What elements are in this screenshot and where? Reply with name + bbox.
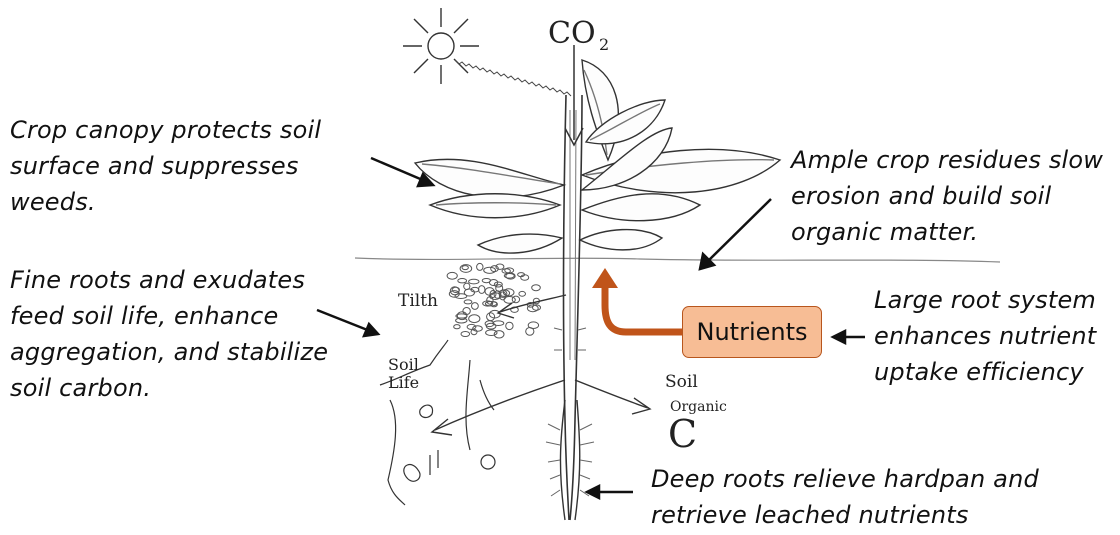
soil-aggregate xyxy=(454,325,460,329)
nutrients-box: Nutrients xyxy=(682,306,822,358)
soil-life-label-2: Life xyxy=(388,373,419,392)
soil-aggregate xyxy=(486,330,497,336)
tilth-label: Tilth xyxy=(398,291,438,311)
soil-aggregate xyxy=(526,328,534,336)
soil-aggregate xyxy=(461,332,470,337)
soil-aggregate xyxy=(506,322,513,329)
caption-crop-residues: Ample crop residues slow erosion and bui… xyxy=(791,142,1103,250)
soil-organic-label-1: Soil xyxy=(665,372,698,392)
soil-aggregate xyxy=(464,289,474,296)
sunlight-ray xyxy=(455,60,571,96)
caption-deep-roots: Deep roots relieve hardpan and retrieve … xyxy=(651,461,1039,533)
soil-aggregate xyxy=(479,286,485,294)
soil-aggregate xyxy=(484,267,496,273)
nutrients-label: Nutrients xyxy=(697,318,808,346)
soil-organic-label-3: C xyxy=(668,412,697,456)
co2-subscript: 2 xyxy=(599,35,609,54)
co2-label: CO xyxy=(548,16,596,51)
soil-aggregate xyxy=(464,283,470,289)
soil-aggregate xyxy=(469,315,480,323)
soil-aggregate xyxy=(512,296,519,303)
co2-arrow xyxy=(565,45,583,145)
soil-aggregate xyxy=(532,285,541,291)
caption-crop-canopy: Crop canopy protects soil surface and su… xyxy=(10,112,321,220)
caption-fine-roots: Fine roots and exudates feed soil life, … xyxy=(10,262,328,406)
soil-aggregate xyxy=(519,291,526,296)
soil-aggregate xyxy=(467,324,476,329)
soil-aggregate xyxy=(458,279,467,283)
soil-aggregate xyxy=(473,326,483,332)
plant-leaves xyxy=(415,60,780,253)
soil-aggregate xyxy=(447,272,457,279)
soil-aggregate xyxy=(462,266,468,270)
soil-aggregate xyxy=(472,303,479,310)
nutrient-uptake-arrow xyxy=(605,285,682,332)
tilth-aggregates xyxy=(447,263,540,338)
soil-aggregate xyxy=(477,263,483,270)
soil-surface-line xyxy=(355,258,1000,262)
soil-aggregate xyxy=(493,321,504,326)
sun-icon xyxy=(403,8,479,84)
caption-root-system: Large root system enhances nutrient upta… xyxy=(874,282,1096,390)
soil-aggregate xyxy=(464,300,472,304)
soil-aggregate xyxy=(482,279,490,283)
soil-life-label-1: Soil xyxy=(388,355,419,374)
soil-aggregate xyxy=(469,279,479,284)
nutrient-arrow-head xyxy=(592,268,618,288)
